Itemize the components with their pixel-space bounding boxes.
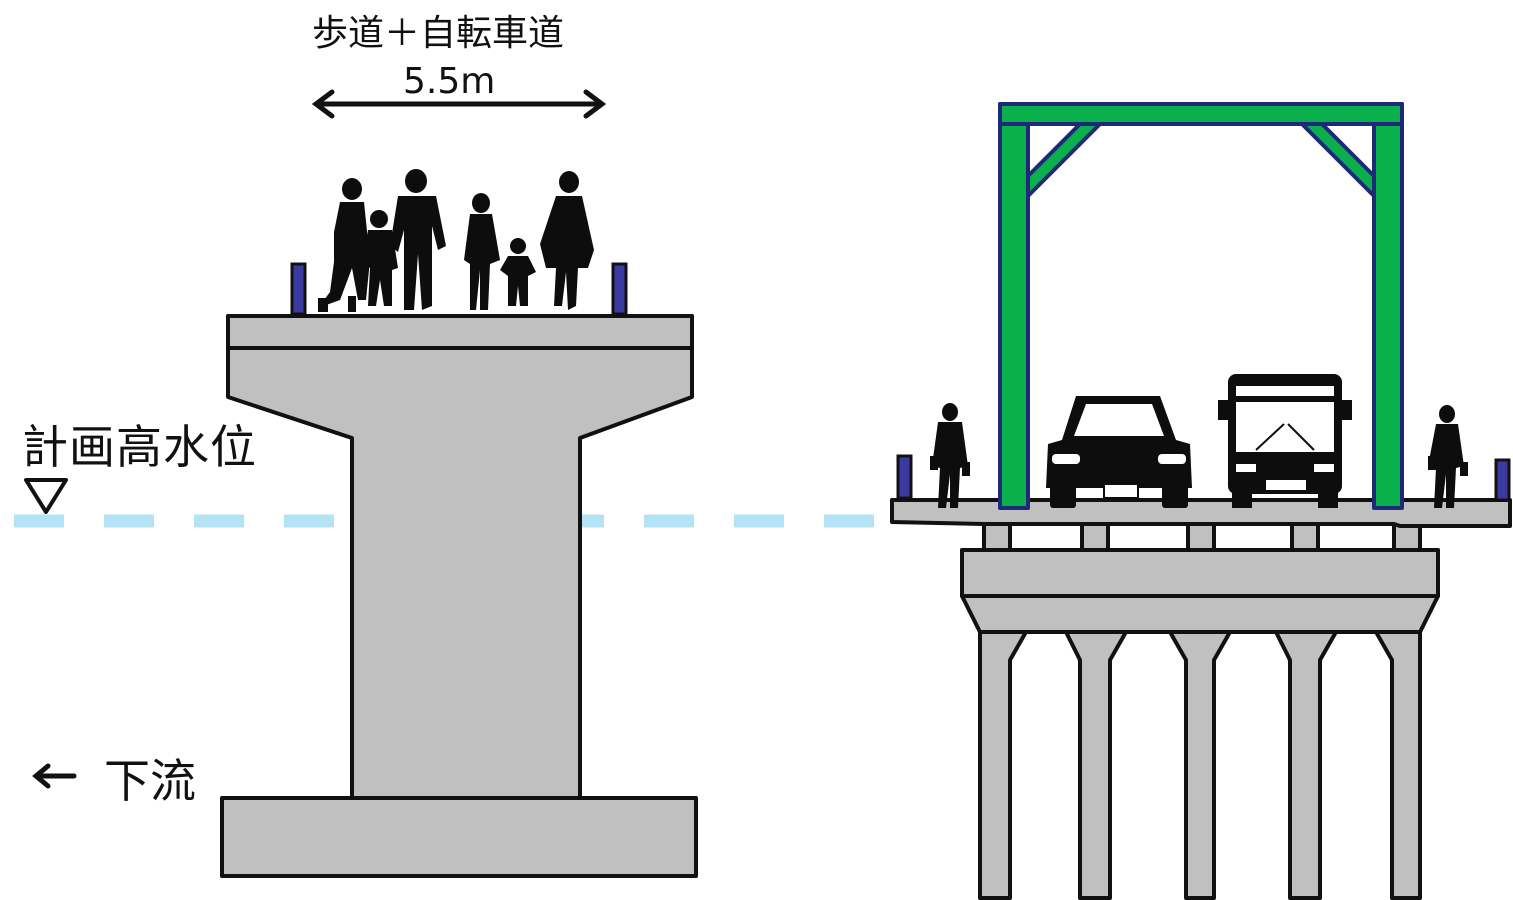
frame-brace-left: [1026, 122, 1102, 198]
person-silhouette: [1428, 405, 1468, 508]
person-silhouette: [364, 210, 398, 306]
walkway-title: 歩道＋自転車道: [312, 13, 565, 54]
pile: [1374, 630, 1422, 900]
girder: [1186, 522, 1216, 552]
girder: [982, 522, 1012, 552]
pier-beam: [960, 548, 1440, 598]
railing-post-left: [290, 262, 307, 316]
railing-post-right: [1494, 458, 1511, 502]
frame-brace-right: [1300, 122, 1376, 198]
pile: [1064, 630, 1128, 900]
arrow-left-icon: [32, 763, 77, 789]
downstream-label: 下流: [104, 754, 196, 808]
frame-top-beam: [998, 102, 1404, 126]
car-silhouette: [1046, 396, 1192, 508]
frame-left-column: [998, 102, 1030, 510]
pier-deck: [226, 314, 694, 350]
railing-post-right: [611, 262, 628, 316]
high-water-level-label: 計画高水位: [22, 420, 257, 474]
road-bridge-cross-section: [890, 498, 1512, 900]
pier-column: [226, 344, 694, 800]
bus-silhouette: [1218, 374, 1352, 508]
frame-right-column: [1372, 102, 1404, 510]
pier-cap: [960, 594, 1440, 634]
girder: [1080, 522, 1110, 552]
double-arrow-icon: [311, 89, 607, 119]
pile: [978, 630, 1028, 900]
person-silhouette: [464, 193, 500, 310]
walkway-width-label: 5.5m: [403, 61, 496, 102]
person-silhouette: [318, 178, 370, 312]
person-silhouette: [540, 171, 594, 310]
person-silhouette: [390, 169, 446, 310]
road-deck: [890, 498, 1512, 528]
railing-post-left: [896, 454, 913, 500]
person-silhouette: [930, 403, 970, 508]
pedestrian-bridge-pier: [220, 314, 698, 878]
pier-footing: [220, 796, 698, 878]
girder: [1290, 522, 1320, 552]
pile: [1274, 630, 1338, 900]
pedestrian-group-silhouette: [318, 169, 594, 312]
person-silhouette: [500, 238, 536, 306]
pile: [1168, 630, 1232, 900]
portal-frame: [998, 102, 1404, 510]
down-triangle-icon: [24, 478, 68, 514]
